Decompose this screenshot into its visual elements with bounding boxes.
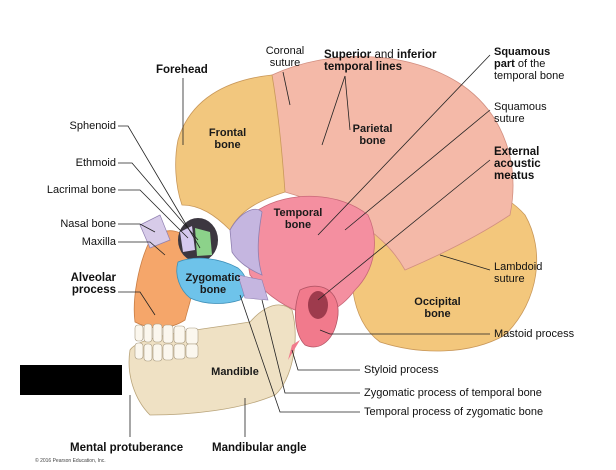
external-acoustic-meatus-label: External acoustic meatus bbox=[494, 146, 541, 182]
sphenoid-bone-shape bbox=[229, 208, 263, 276]
squamous-part-temporal: temporal bone bbox=[494, 70, 565, 82]
ethmoid-label: Ethmoid bbox=[75, 157, 116, 169]
copyright-text: © 2016 Pearson Education, Inc. bbox=[35, 458, 106, 464]
acoustic-meatus-shape bbox=[308, 291, 328, 319]
forehead-label: Forehead bbox=[156, 64, 208, 76]
squamous-part-bold1: Squamous bbox=[494, 46, 551, 58]
frontal-bone-label: Frontal bone bbox=[208, 127, 247, 151]
teeth-group bbox=[134, 323, 199, 362]
temporal-lines-inferior: inferior bbox=[396, 49, 437, 61]
lambdoid-suture-label: Lambdoid suture bbox=[494, 261, 543, 285]
styloid-process-shape bbox=[288, 340, 300, 360]
squamous-suture-label: Squamous suture bbox=[494, 101, 547, 125]
temporal-lines-and: and bbox=[371, 49, 397, 61]
mandibular-angle-label: Mandibular angle bbox=[212, 442, 307, 454]
squamous-part-label: Squamous part of the temporal bone bbox=[494, 46, 564, 82]
mastoid-process-label: Mastoid process bbox=[494, 328, 575, 340]
zygomatic-arch-shape bbox=[237, 274, 269, 301]
mental-protuberance-label: Mental protuberance bbox=[70, 442, 184, 454]
zygomatic-bone-shape bbox=[176, 257, 247, 304]
temporal-lines-text: temporal lines bbox=[324, 61, 402, 73]
zygomatic-bone-label: Zygomatic bone bbox=[185, 272, 241, 296]
occipital-bone-label: Occipital bone bbox=[414, 296, 461, 320]
parietal-bone-label: Parietal bone bbox=[352, 123, 393, 147]
squamous-part-bold2: part bbox=[494, 58, 515, 70]
mandible-bone-shape bbox=[128, 304, 296, 416]
nasal-bone-label: Nasal bone bbox=[60, 218, 116, 230]
styloid-process-label: Styloid process bbox=[364, 364, 439, 376]
temporal-bone-shape bbox=[247, 195, 375, 316]
nasal-bone-shape bbox=[139, 214, 171, 249]
alveolar-process-label: Alveolar process bbox=[70, 272, 116, 296]
frontal-bone-shape bbox=[175, 74, 286, 231]
maxilla-label: Maxilla bbox=[81, 236, 116, 248]
leader-lines bbox=[118, 54, 491, 437]
lacrimal-bone-label: Lacrimal bone bbox=[46, 184, 116, 196]
temporal-bone-label: Temporal bone bbox=[273, 207, 323, 231]
zygomatic-process-temporal-label: Zygomatic process of temporal bone bbox=[364, 387, 542, 399]
squamous-part-of-the: of the bbox=[514, 58, 546, 70]
temporal-lines-superior: Superior bbox=[324, 49, 372, 61]
temporal-process-zygomatic-label: Temporal process of zygomatic bone bbox=[364, 406, 544, 418]
coronal-suture-label: Coronal suture bbox=[265, 45, 305, 69]
redaction-box bbox=[20, 365, 122, 395]
ethmoid-bone-shape bbox=[195, 228, 212, 256]
sphenoid-label: Sphenoid bbox=[69, 120, 117, 132]
mandible-label: Mandible bbox=[211, 366, 259, 378]
temporal-lines-label: Superior and inferior temporal lines bbox=[324, 49, 437, 73]
